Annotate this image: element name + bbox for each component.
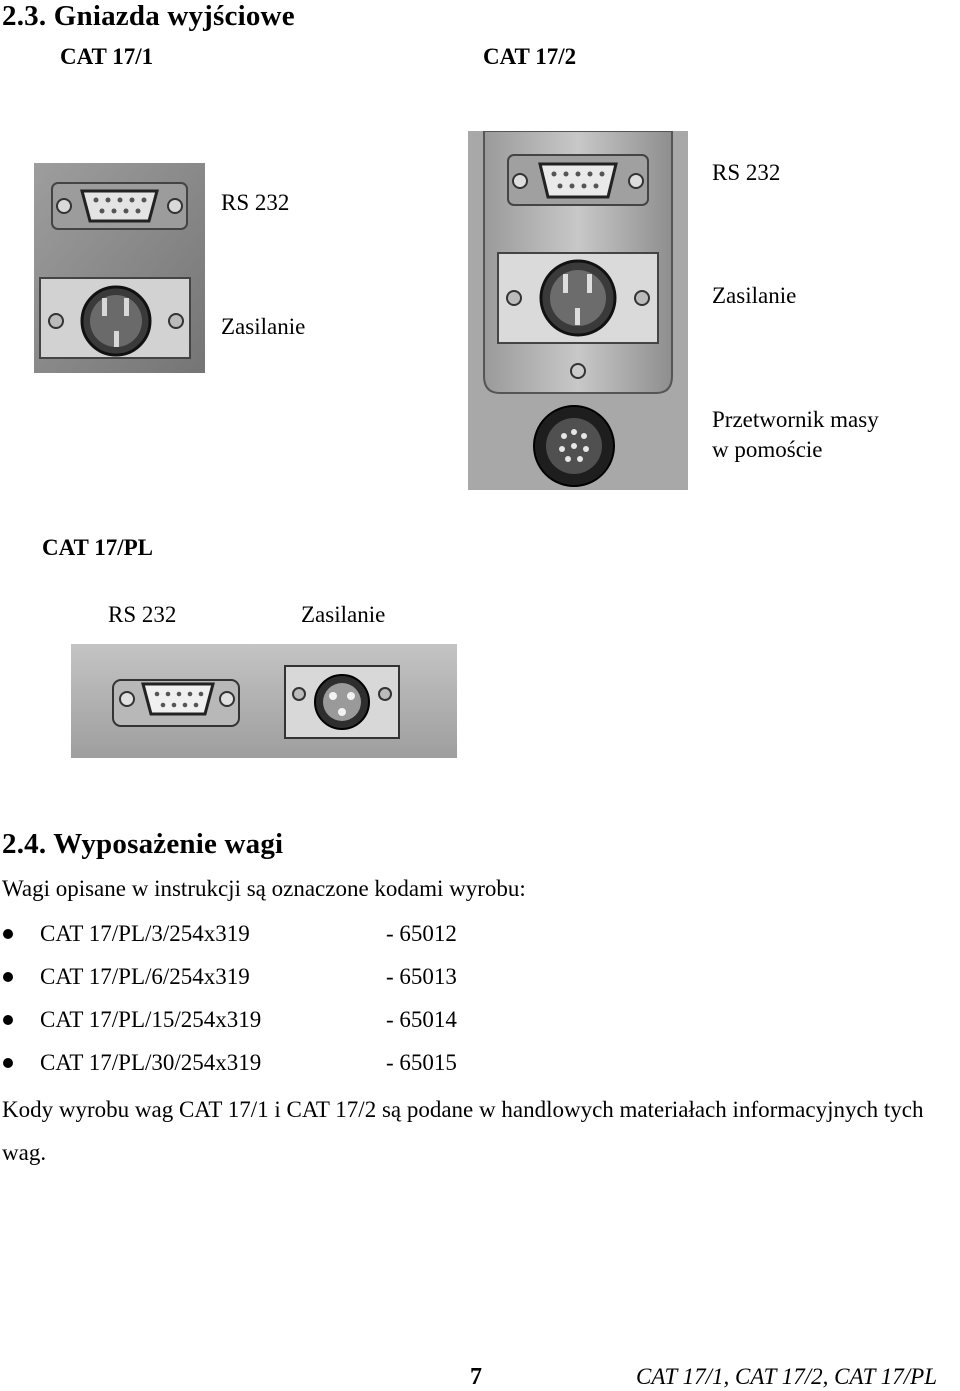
bullet-icon <box>3 929 13 939</box>
label-zasilanie-cat-17-1: Zasilanie <box>221 314 306 339</box>
section-intro: Wagi opisane w instrukcji są oznaczone k… <box>2 876 526 901</box>
bullet-icon <box>3 1058 13 1068</box>
bullet-icon <box>3 972 13 982</box>
model-title-cat-17-1: CAT 17/1 <box>60 44 154 69</box>
photo-cat-17-2-sockets <box>468 131 688 490</box>
running-title: CAT 17/1, CAT 17/2, CAT 17/PL <box>636 1364 937 1389</box>
model-title-cat-17-2: CAT 17/2 <box>483 44 577 69</box>
label-rs232-cat-17-pl: RS 232 <box>108 602 177 627</box>
product-number: - 65013 <box>386 964 457 989</box>
label-przetwornik-masy: Przetwornik masy <box>712 407 879 432</box>
product-number: - 65015 <box>386 1050 457 1075</box>
label-rs232-cat-17-1: RS 232 <box>221 190 290 215</box>
product-code: CAT 17/PL/3/254x319 <box>40 921 250 946</box>
product-code: CAT 17/PL/6/254x319 <box>40 964 250 989</box>
label-w-pomoscie: w pomoście <box>712 437 823 462</box>
section-paragraph: Kody wyrobu wag CAT 17/1 i CAT 17/2 są p… <box>2 1097 924 1165</box>
label-zasilanie-cat-17-pl: Zasilanie <box>301 602 386 627</box>
section-title-2-4: 2.4. Wyposażenie wagi <box>2 828 284 860</box>
product-number: - 65014 <box>386 1007 457 1032</box>
section-title-2-3: 2.3. Gniazda wyjściowe <box>2 0 295 32</box>
photo-cat-17-1-sockets <box>34 163 205 373</box>
bullet-icon <box>3 1015 13 1025</box>
label-rs232-cat-17-2: RS 232 <box>712 160 781 185</box>
label-zasilanie-cat-17-2: Zasilanie <box>712 283 797 308</box>
product-code: CAT 17/PL/30/254x319 <box>40 1050 262 1075</box>
product-code: CAT 17/PL/15/254x319 <box>40 1007 262 1032</box>
page-number: 7 <box>470 1364 482 1390</box>
photo-cat-17-pl-sockets <box>71 644 457 758</box>
product-number: - 65012 <box>386 921 457 946</box>
model-title-cat-17-pl: CAT 17/PL <box>42 535 153 560</box>
